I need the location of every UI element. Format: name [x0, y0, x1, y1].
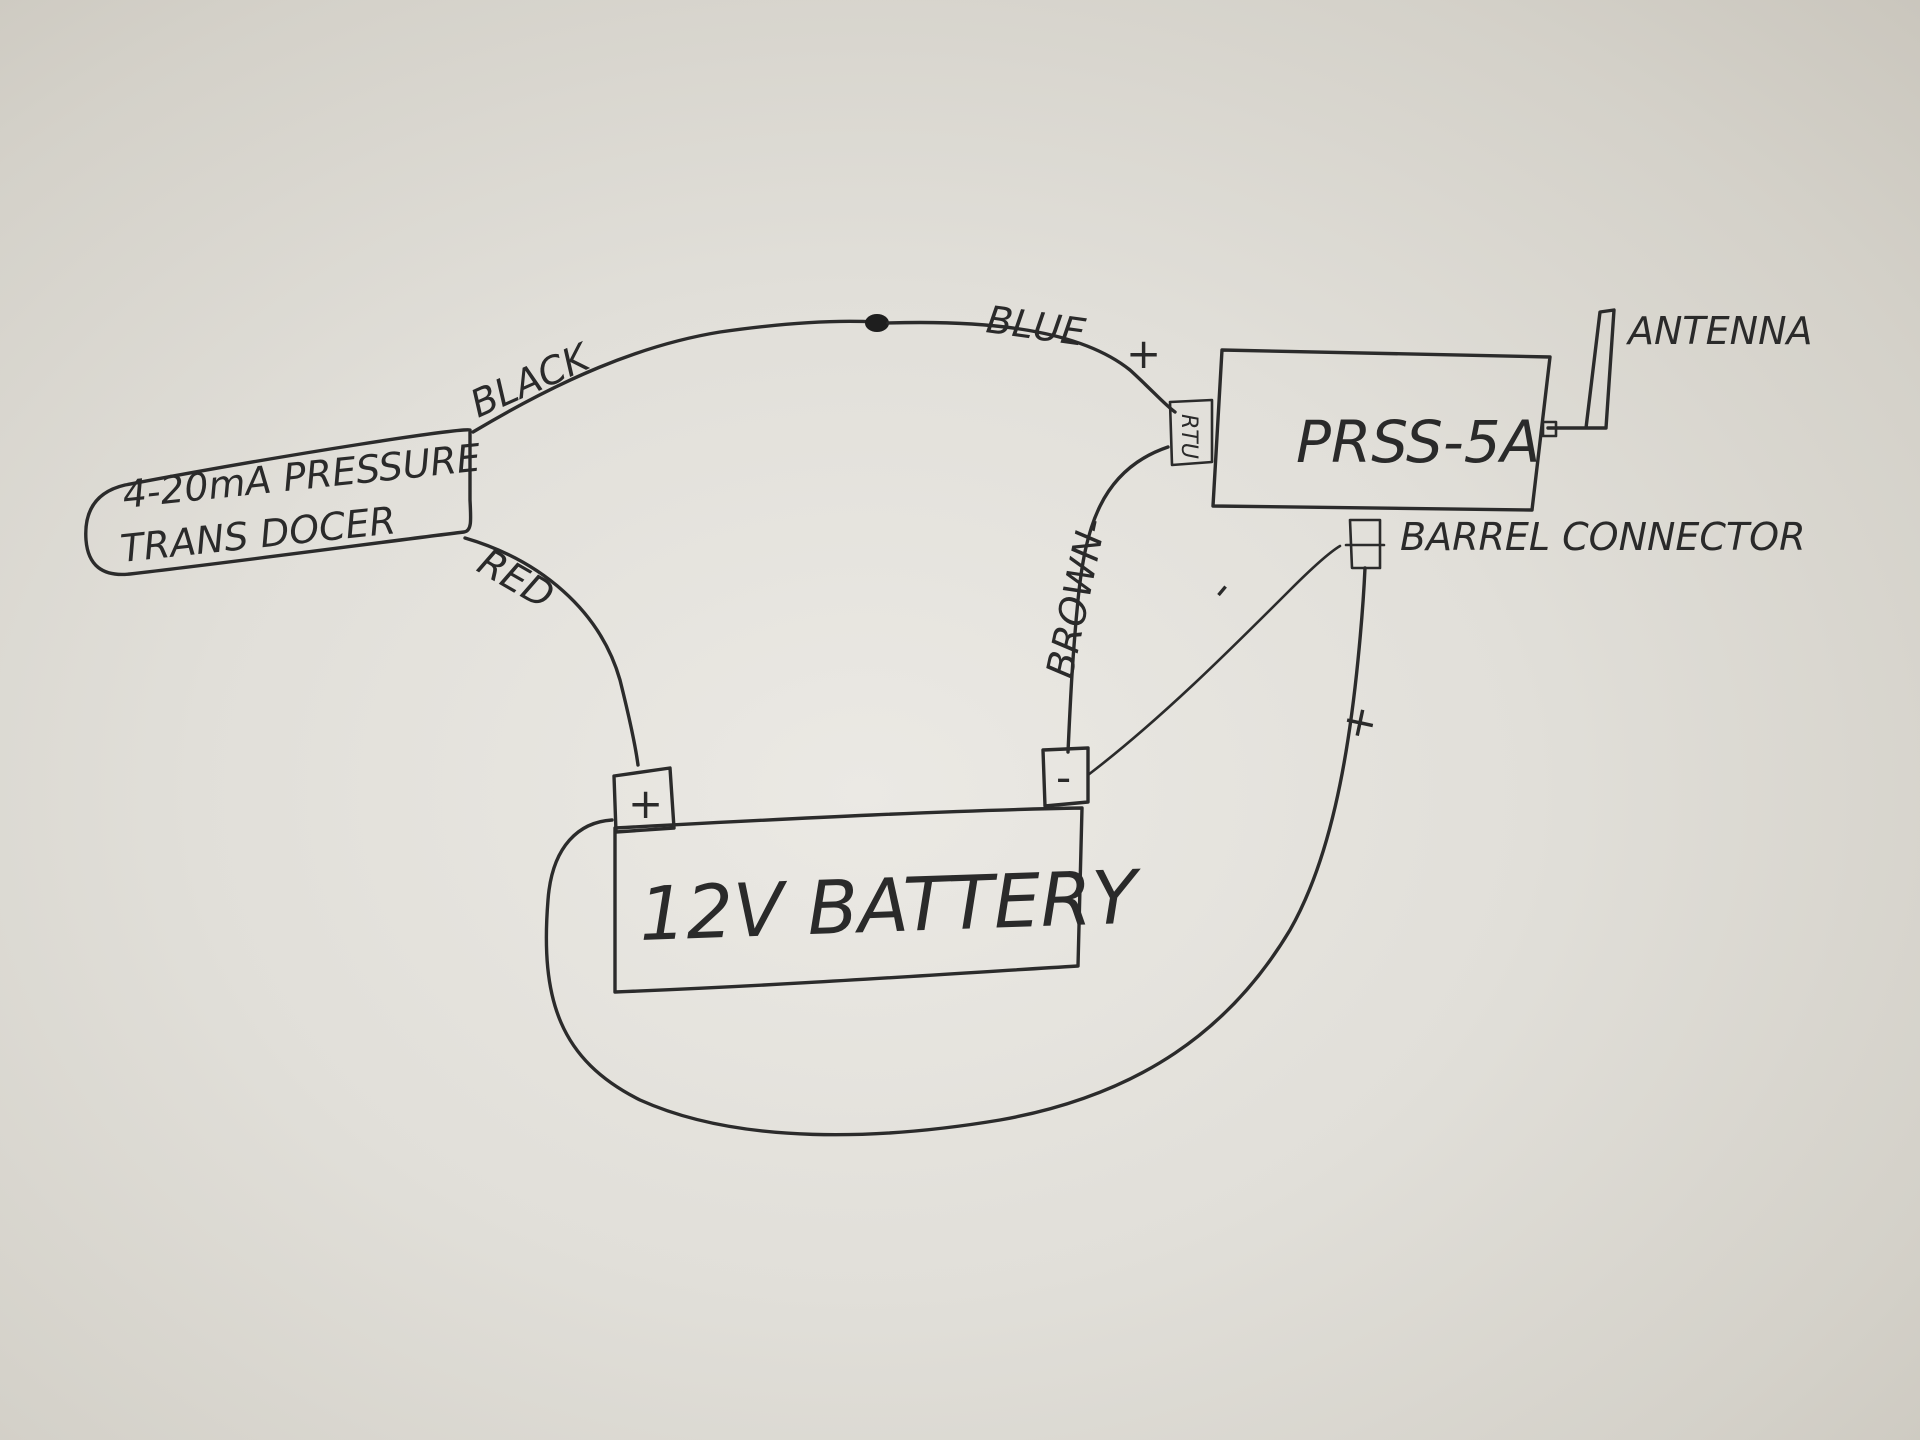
controller-terminal-block: [1168, 398, 1214, 467]
wire-barrel-positive-polarity: +: [1338, 694, 1383, 749]
wire-barrel-negative: -: [1086, 544, 1342, 777]
battery-positive-terminal: [612, 766, 676, 834]
wire-battery-positive-loop: +: [544, 566, 1383, 1137]
barrel-connector-label: BARREL CONNECTOR: [1400, 515, 1806, 559]
antenna-icon: [1546, 308, 1616, 430]
wire-black-label: BLACK: [464, 334, 599, 426]
wire-black: BLACK: [464, 319, 878, 434]
wire-blue: BLUE +: [886, 297, 1177, 414]
controller-label: PRSS-5A: [1296, 408, 1540, 476]
battery-negative-terminal: [1041, 746, 1090, 808]
wire-splice-junction: [865, 314, 889, 332]
wire-red: RED: [463, 536, 640, 767]
battery-body: [613, 806, 1084, 994]
wire-barrel-negative-polarity: -: [1196, 567, 1243, 610]
battery-negative-symbol: -: [1056, 753, 1071, 802]
antenna: ANTENNA: [1541, 308, 1813, 438]
battery-positive-symbol: +: [628, 779, 663, 828]
barrel-connector-icon: [1344, 518, 1386, 570]
transducer-label-line1: 4-20mA PRESSURE: [120, 436, 482, 517]
wire-brown-label: BROWN-: [1038, 514, 1115, 682]
wire-brown: BROWN-: [1038, 445, 1170, 754]
controller-prss-5a: PRSS-5A RTU: [1168, 348, 1552, 512]
transducer-outline: [84, 428, 473, 577]
barrel-connector: BARREL CONNECTOR: [1344, 515, 1806, 570]
wire-blue-polarity: +: [1126, 329, 1161, 378]
pressure-transducer: 4-20mA PRESSURE TRANS DOCER: [84, 428, 483, 577]
antenna-mount: [1541, 420, 1558, 438]
battery-label: 12V BATTERY: [638, 854, 1145, 958]
wire-red-label: RED: [471, 540, 562, 618]
controller-terminal-label: RTU: [1176, 414, 1201, 459]
antenna-label: ANTENNA: [1625, 309, 1813, 353]
wire-blue-label: BLUE: [984, 297, 1088, 354]
battery-12v: + - 12V BATTERY: [612, 746, 1145, 994]
controller-outline: [1211, 348, 1552, 512]
